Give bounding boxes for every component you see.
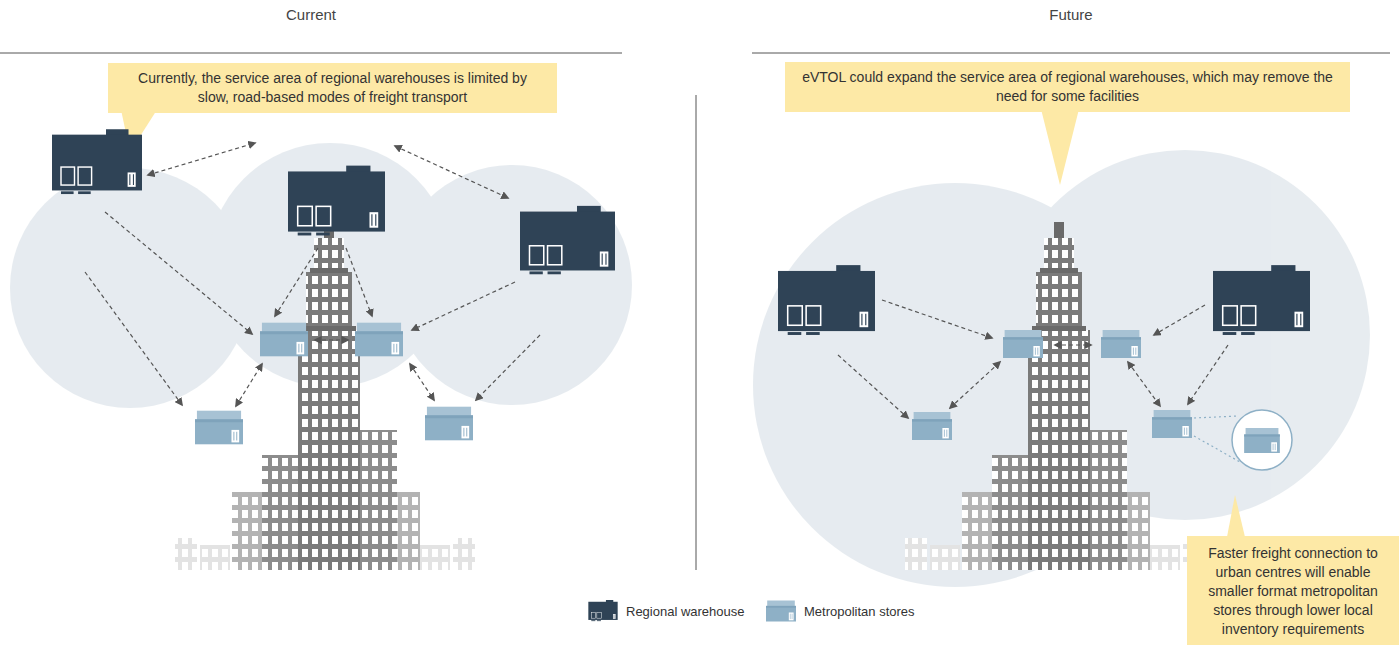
- legend-swatch: [766, 600, 796, 622]
- legend-item: Regional warehouse: [588, 600, 745, 622]
- callout-box: Faster freight connection to urban centr…: [1187, 536, 1399, 645]
- legend-swatch: [588, 600, 618, 622]
- callout-box: Currently, the service area of regional …: [108, 63, 557, 113]
- legend-item: Metropolitan stores: [766, 600, 915, 622]
- legend-text: Regional warehouse: [626, 604, 745, 619]
- callout-box: eVTOL could expand the service area of r…: [785, 62, 1350, 112]
- callout-text: eVTOL could expand the service area of r…: [799, 68, 1336, 106]
- callout-text: Currently, the service area of regional …: [122, 69, 543, 107]
- callout-text: Faster freight connection to urban centr…: [1195, 544, 1391, 639]
- panel-heading: Future: [1049, 6, 1092, 23]
- panel-heading: Current: [286, 6, 336, 23]
- legend-text: Metropolitan stores: [804, 604, 915, 619]
